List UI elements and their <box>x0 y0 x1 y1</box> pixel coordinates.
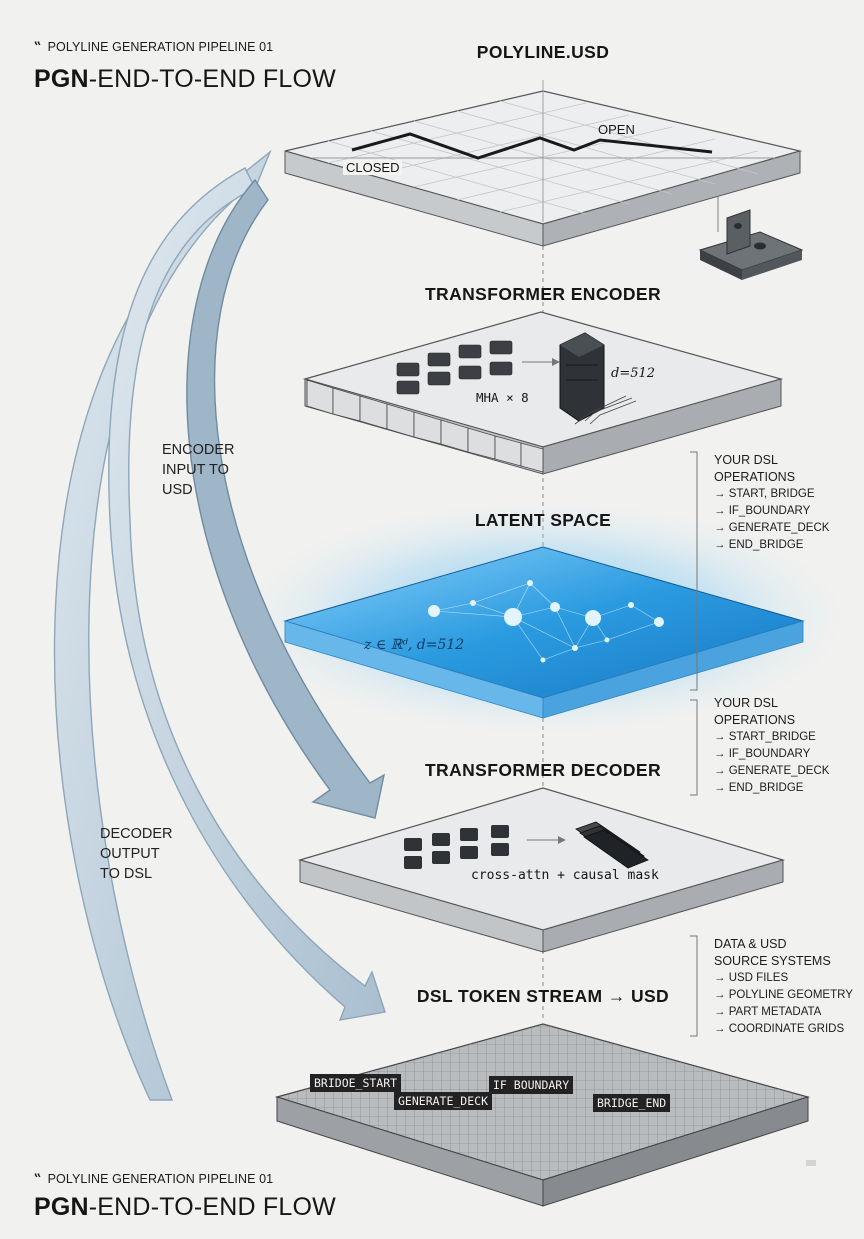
note-item: → COORDINATE GRIDS <box>714 1023 845 1035</box>
header-kicker: ‟POLYLINE GENERATION PIPELINE 01 <box>34 40 274 55</box>
note-item: → END_BRIDGE <box>714 539 804 551</box>
footer-title: PGN-END-TO-END FLOW <box>34 1193 336 1221</box>
decoder-output-arrow <box>108 167 386 1021</box>
note-item: → GENERATE_DECK <box>714 522 830 534</box>
note-item: → END_BRIDGE <box>714 782 804 794</box>
mha-label: MHA × 8 <box>476 390 529 405</box>
decoder-slab <box>297 787 786 953</box>
note-item: → START_BRIDGE <box>714 731 816 743</box>
closed-label: CLOSED <box>343 160 403 175</box>
token-chip: IF BOUNDARY <box>489 1076 574 1094</box>
note-heading: DATA & USD SOURCE SYSTEMS <box>714 937 831 968</box>
bracket-part-icon <box>698 196 804 280</box>
layer-stack-icon <box>575 821 649 869</box>
latent-formula: z ∈ ℝᵈ, d=512 <box>364 637 465 653</box>
note-heading: YOUR DSL OPERATIONS <box>714 453 796 484</box>
note-heading: YOUR DSL OPERATIONS <box>714 696 796 727</box>
note-item: → PART METADATA <box>714 1006 822 1018</box>
dsl-operations-note: YOUR DSL OPERATIONS → START, BRIDGE → IF… <box>714 452 829 554</box>
encoder-input-label: ENCODER INPUT TO USD <box>162 442 235 498</box>
header-top: ‟POLYLINE GENERATION PIPELINE 01 PGN-END… <box>34 40 336 94</box>
token-chip: GENERATE_DECK <box>394 1092 493 1110</box>
note-item: → IF_BOUNDARY <box>714 748 811 760</box>
decoder-input-arrow <box>186 178 386 819</box>
latent-slab <box>283 546 805 719</box>
attention-label: cross-attn + causal mask <box>471 868 659 883</box>
note-item: → START, BRIDGE <box>714 488 815 500</box>
dimension-label: d=512 <box>611 366 656 381</box>
polyline-title: POLYLINE.USD <box>476 42 610 62</box>
page-mark <box>806 1160 816 1166</box>
note-item: → USD FILES <box>714 972 789 984</box>
decoder-output-label: DECODER OUTPUT TO DSL <box>100 826 173 882</box>
chip-module-icon <box>559 332 637 425</box>
note-brackets <box>690 451 698 1037</box>
open-label: OPEN <box>598 122 635 137</box>
note-item: → IF_BOUNDARY <box>714 505 811 517</box>
encoder-title: TRANSFORMER ENCODER <box>424 284 662 304</box>
footer-kicker: ‟POLYLINE GENERATION PIPELINE 01 <box>34 1172 274 1187</box>
latent-title: LATENT SPACE <box>474 510 612 530</box>
token-stream-slab <box>274 1023 811 1207</box>
token-chip: BRIDGE_END <box>593 1094 671 1112</box>
encoder-slab <box>302 311 784 475</box>
encoder-input-arrow <box>53 149 272 1101</box>
dsl-operations-note: YOUR DSL OPERATIONS → START_BRIDGE → IF_… <box>714 695 829 797</box>
header-bottom: ‟POLYLINE GENERATION PIPELINE 01 PGN-END… <box>34 1172 336 1222</box>
token-chip: BRIDOE_START <box>310 1074 402 1092</box>
note-item: → POLYLINE GEOMETRY <box>714 989 853 1001</box>
header-title: PGN-END-TO-END FLOW <box>34 65 336 93</box>
source-systems-note: DATA & USD SOURCE SYSTEMS → USD FILES → … <box>714 936 853 1038</box>
note-item: → GENERATE_DECK <box>714 765 830 777</box>
decoder-title: TRANSFORMER DECODER <box>424 760 662 780</box>
token-stream-title: DSL TOKEN STREAM → USD <box>416 986 670 1006</box>
